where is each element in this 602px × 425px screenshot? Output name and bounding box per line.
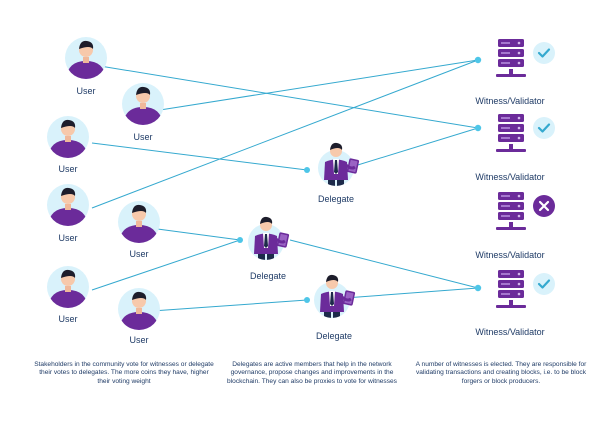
user-label: User [58,314,78,324]
tie [264,234,268,248]
delegate-figure [318,142,360,186]
user-figure [47,184,89,226]
connection-line [151,299,308,312]
server-rack [498,192,524,200]
connection-dots [237,56,482,303]
tie [334,160,338,174]
server-base [496,305,526,308]
connection-dot [474,124,482,132]
user-figure [47,266,89,308]
server-rack [498,212,524,220]
server-base [496,74,526,77]
tie [330,292,334,306]
connection-dot [237,237,243,243]
delegate-label: Delegate [317,194,355,204]
user-figure [65,37,107,79]
server-base [496,227,526,230]
connection-line [91,239,241,291]
connection-line [289,239,479,289]
server-base [496,149,526,152]
check-icon [533,42,555,64]
user-figure [122,83,164,125]
server-rack [498,114,524,122]
connection-dot [304,297,310,303]
connection-line [347,127,479,169]
user-label: User [76,86,96,96]
connection-dot [474,284,482,292]
hair [61,187,76,196]
check-icon [533,117,555,139]
connection-line [99,65,479,129]
user-figure [47,116,89,158]
hair [330,142,343,150]
delegate-label: Delegate [249,271,287,281]
delegate-figure [248,216,290,260]
check-icon [533,273,555,295]
user-figure [118,288,160,330]
connection-line [91,59,479,209]
server-rack [498,202,524,210]
server-rack [498,39,524,47]
server-rack [498,290,524,298]
server-rack [498,49,524,57]
server-rack [498,270,524,278]
server-icon [496,192,555,230]
user-label: User [58,164,78,174]
connection-line [159,59,479,111]
user-label: User [129,249,149,259]
participants [47,37,360,330]
delegate-figure [314,274,356,318]
hair [79,40,94,49]
user-label: User [58,233,78,243]
witnesses-caption: A number of witnesses is elected. They a… [415,361,587,385]
user-figure [118,201,160,243]
server-rack [498,124,524,132]
hair [61,119,76,128]
connection-dot [474,56,482,64]
connection-line [344,287,479,299]
server-rack [498,280,524,288]
server-icon [496,114,555,152]
witness-label: Witness/Validator [475,96,545,106]
server-rack [498,59,524,67]
connection-line [91,142,308,171]
witness-label: Witness/Validator [475,172,545,182]
user-label: User [133,132,153,142]
hair [136,86,151,95]
hair [260,216,273,224]
witness-label: Witness/Validator [475,327,545,337]
connection-line [149,227,241,241]
user-label: User [129,335,149,345]
users-caption: Stakeholders in the community vote for w… [34,361,214,385]
hair [132,291,147,300]
cross-icon [533,195,555,217]
witness-label: Witness/Validator [475,250,545,260]
hair [132,204,147,213]
witness-nodes [496,39,555,308]
hair [61,269,76,278]
connection-lines [91,59,479,312]
hair [326,274,339,282]
delegates-caption: Delegates are active members that help i… [227,361,397,385]
delegate-label: Delegate [315,331,353,341]
server-icon [496,270,555,308]
connection-dot [304,167,310,173]
server-icon [496,39,555,77]
server-rack [498,134,524,142]
